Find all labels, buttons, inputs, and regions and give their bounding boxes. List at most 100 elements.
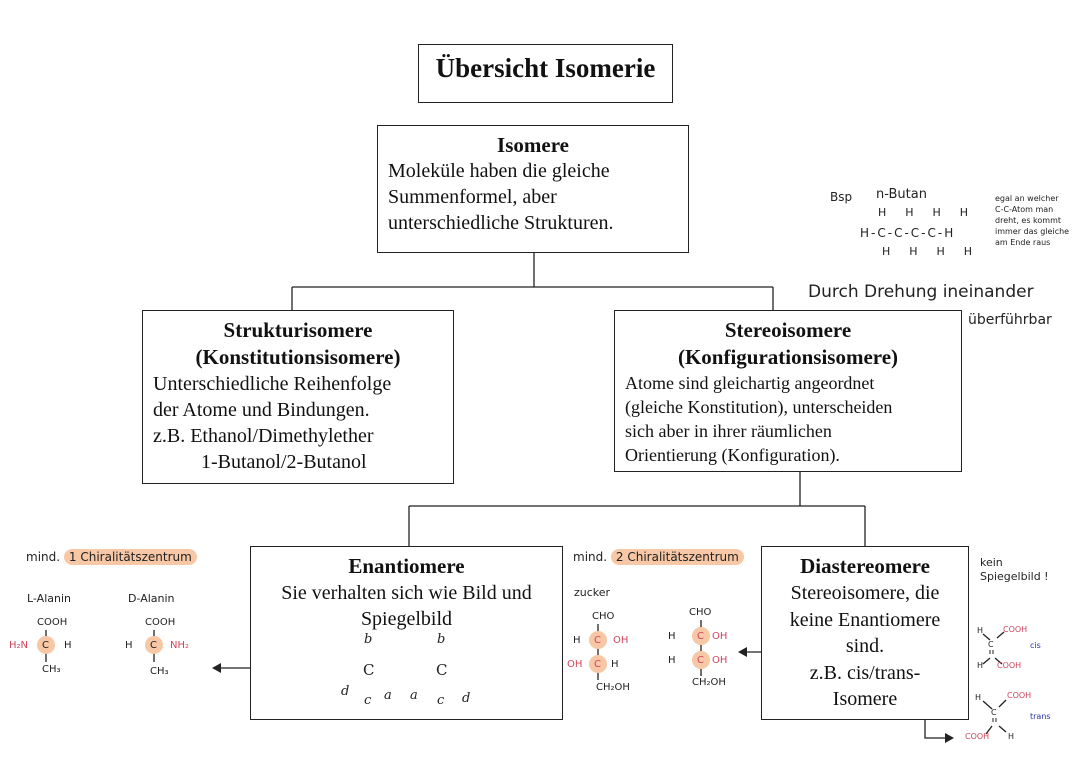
atom-label: C: [991, 708, 997, 717]
stereoisomere-line: Atome sind gleichartig angeordnet: [625, 373, 875, 393]
butan-row-top: H H H H: [878, 206, 973, 219]
kein-spiegelbild-note: kein Spiegelbild !: [980, 556, 1049, 584]
strukturisomere-line: Unterschiedliche Reihenfolge: [153, 373, 392, 395]
atom-label: CH₂OH: [692, 677, 726, 688]
diastereomere-heading: Diastereomere: [800, 554, 930, 578]
atom-label: C: [363, 661, 375, 679]
chirality-highlight: 1 Chiralitätszentrum: [63, 549, 197, 565]
strukturisomere-line: 1-Butanol/2-Butanol: [201, 451, 367, 473]
diastereomere-line: Isomere: [832, 688, 898, 710]
note-prefix: mind.: [573, 550, 608, 564]
isomere-heading: Isomere: [497, 133, 569, 157]
l-alanin-label: L-Alanin: [27, 592, 71, 605]
atom-label: H: [611, 659, 619, 670]
trans-label: trans: [1030, 712, 1051, 721]
atom-label: CHO: [689, 607, 712, 618]
side-note-line: am Ende raus: [995, 238, 1051, 247]
butan-side-note: egal an welcher C-C-Atom man dreht, es k…: [995, 193, 1069, 248]
atom-label: c: [437, 693, 445, 708]
atom-label: NH₂: [170, 640, 190, 651]
strukturisomere-subheading: (Konstitutionsisomere): [195, 345, 401, 369]
atom-label: COOH: [997, 661, 1022, 670]
arrowhead-alanin: [212, 663, 221, 673]
atom-label: COOH: [145, 617, 176, 628]
diastereomere-box: Diastereomere Stereoisomere, die keine E…: [761, 546, 969, 720]
isomere-line: Summenformel, aber: [388, 186, 557, 208]
diastereomere-line: sind.: [845, 635, 885, 657]
atom-label: C: [150, 640, 157, 651]
side-note-line: C-C-Atom man: [995, 205, 1054, 214]
atom-label: H: [125, 640, 133, 651]
zucker-label: zucker: [574, 586, 611, 599]
atom-label: H: [668, 655, 676, 666]
atom-label: H: [977, 626, 984, 635]
atom-label: COOH: [1003, 625, 1028, 634]
atom-label: COOH: [965, 732, 990, 741]
stereoisomere-box: Stereoisomere (Konfigurationsisomere) At…: [614, 310, 962, 472]
diastereomere-line: Stereoisomere, die: [790, 582, 940, 604]
strukturisomere-line: z.B. Ethanol/Dimethylether: [153, 425, 374, 447]
butan-name: n-Butan: [876, 187, 927, 202]
atom-label: OH: [712, 655, 728, 666]
note-prefix: mind.: [26, 550, 61, 564]
chiral-center-highlight: [37, 636, 55, 654]
atom-label: d: [341, 684, 350, 699]
atom-label: CH₃: [42, 664, 61, 675]
butan-row-mid: H-C-C-C-C-H: [860, 226, 956, 240]
stereoisomere-heading: Stereoisomere: [724, 318, 852, 342]
chiral-center-highlight: [692, 651, 710, 669]
enantiomere-box: Enantiomere Sie verhalten sich wie Bild …: [250, 546, 563, 720]
atom-label: H: [573, 635, 581, 646]
page-title: Übersicht Isomerie: [435, 53, 656, 83]
stereoisomere-subheading: (Konfigurationsisomere): [677, 345, 899, 369]
atom-label: OH: [567, 659, 583, 670]
chiral-center-highlight: [692, 627, 710, 645]
rotation-note-line1: Durch Drehung ineinander: [808, 282, 1034, 302]
atom-label: b: [437, 632, 446, 647]
strukturisomere-heading: Strukturisomere: [223, 318, 373, 342]
chiral-center-highlight: [589, 631, 607, 649]
atom-label: CH₂OH: [596, 682, 630, 693]
atom-label: H: [668, 631, 676, 642]
atom-label: a: [384, 688, 392, 703]
atom-label: H: [1008, 732, 1015, 741]
atom-label: a: [410, 688, 418, 703]
enantiomere-line: Spiegelbild: [360, 608, 453, 630]
chirality-highlight: 2 Chiralitätszentrum: [610, 549, 744, 565]
atom-label: b: [364, 632, 373, 647]
title-box: Übersicht Isomerie: [418, 44, 673, 103]
isomere-box: Isomere Moleküle haben die gleiche Summe…: [377, 125, 689, 253]
arrowhead-zucker: [738, 647, 747, 657]
diastereomere-line: z.B. cis/trans-: [809, 661, 921, 684]
stereoisomere-line: sich aber in ihrer räumlichen: [625, 421, 832, 441]
side-note-line: immer das gleiche: [995, 227, 1070, 236]
side-note-line: dreht, es kommt: [995, 216, 1062, 225]
arrowhead-cistrans: [945, 733, 954, 743]
dia-chirality-note: mind. 2 Chiralitätszentrum: [573, 549, 744, 565]
atom-label: C: [42, 640, 49, 651]
chiral-center-highlight: [145, 636, 163, 654]
butan-bsp-label: Bsp: [830, 190, 853, 204]
enantiomere-line: Sie verhalten sich wie Bild und: [281, 582, 532, 604]
diastereomere-line: keine Enantiomere: [789, 608, 941, 631]
enant-chirality-note: mind. 1 Chiralitätszentrum: [26, 549, 197, 565]
atom-label: CHO: [592, 611, 615, 622]
atom-label: H: [64, 640, 72, 651]
isomere-line: unterschiedliche Strukturen.: [388, 212, 614, 234]
atom-label: CH₃: [150, 666, 169, 677]
note-line: Spiegelbild !: [980, 570, 1049, 583]
enantiomere-heading: Enantiomere: [348, 554, 465, 578]
atom-label: H: [975, 693, 982, 702]
side-note-line: egal an welcher: [995, 194, 1059, 203]
atom-label: COOH: [37, 617, 68, 628]
atom-label: c: [364, 693, 372, 708]
butan-row-bot: H H H H: [882, 245, 977, 258]
strukturisomere-line: der Atome und Bindungen.: [153, 399, 370, 421]
rotation-note-line2: überführbar: [968, 312, 1052, 328]
atom-label: C: [436, 661, 448, 679]
note-line: kein: [980, 556, 1003, 569]
atom-label: H: [977, 661, 984, 670]
d-alanin-label: D-Alanin: [128, 592, 175, 605]
atom-label: COOH: [1007, 691, 1032, 700]
stereoisomere-line: (gleiche Konstitution), unterscheiden: [625, 397, 893, 417]
